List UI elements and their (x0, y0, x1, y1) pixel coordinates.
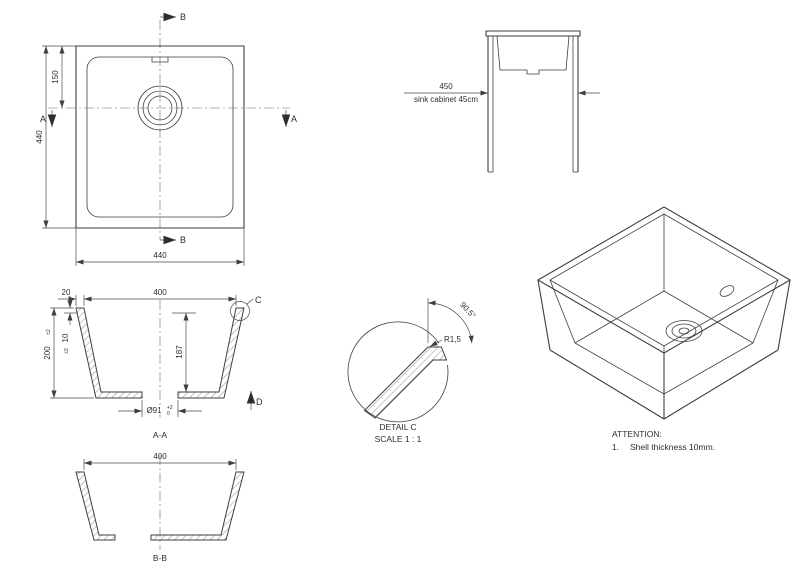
bb-wall-left (75, 471, 116, 541)
sink-bowl-edge (86, 56, 234, 218)
attention-item-number: 1. (612, 442, 619, 452)
drain-outer-circle (137, 85, 183, 131)
cabinet-note-text: sink cabinet 45cm (414, 95, 478, 104)
dim-bb-opening: 400 (83, 452, 237, 470)
dim-plan-width-text: 440 (153, 251, 167, 260)
dim-aa-depth-tol: ±2 (46, 329, 52, 335)
attention-item-text: Shell thickness 10mm. (630, 442, 715, 452)
direction-d-marker: D (246, 391, 263, 410)
dim-aa-shell-tol: ±2 (64, 348, 70, 354)
iso-drain-middle (671, 323, 697, 339)
section-b-label-bottom: B (180, 235, 186, 245)
detail-c-marker: C (230, 295, 262, 321)
dim-plan-width: 440 (75, 228, 245, 266)
detail-c-view: 90.5° R1,5 DETAIL C SCALE 1 : 1 (347, 298, 478, 444)
overflow-slot (151, 57, 169, 63)
iso-overflow-hole (719, 285, 735, 297)
detail-wall-section (363, 346, 448, 419)
dim-aa-drain: Ø91 +2 0 (118, 400, 202, 418)
section-a-label-right: A (291, 114, 297, 124)
dim-drain-offset: 150 (51, 46, 65, 108)
dim-cabinet-width-text: 450 (439, 82, 453, 91)
dim-plan-height: 440 (35, 45, 76, 229)
attention-title: ATTENTION: (612, 429, 662, 439)
aa-wall-right (177, 307, 245, 399)
iso-bowl-edge-right (752, 279, 779, 344)
section-aa-label: A-A (153, 430, 168, 440)
detail-radius-leader (429, 339, 443, 347)
detail-angle-arc (427, 300, 474, 344)
attention-note: ATTENTION: 1. Shell thickness 10mm. (612, 429, 715, 452)
dim-aa-depth: 200 ±2 (43, 307, 94, 399)
dim-aa-inner-depth-text: 187 (175, 345, 184, 359)
section-bb-view: 400 B-B (75, 452, 245, 563)
dim-bb-opening-text: 400 (153, 452, 167, 461)
dim-aa-drain-tol-lower: 0 (167, 411, 170, 417)
dim-aa-inner-depth: 187 (172, 312, 196, 392)
dim-aa-rim-text: 20 (62, 288, 71, 297)
dim-detail-angle-text: 90.5° (458, 300, 477, 320)
drain-inner-circle (147, 95, 173, 121)
iso-drain-outer (665, 320, 703, 342)
iso-bowl-edge-left (549, 279, 576, 344)
dim-aa-opening-text: 400 (153, 288, 167, 297)
dim-aa-shell: 10 ±2 (61, 296, 78, 354)
dim-plan-height-text: 440 (35, 130, 44, 144)
cabinet-bowl-profile (496, 35, 570, 75)
bb-wall-right (150, 471, 245, 541)
iso-drain-inner (678, 327, 690, 335)
aa-wall-left (75, 307, 143, 399)
detail-c-marker-label: C (255, 295, 262, 305)
iso-body-edge-left (537, 279, 551, 351)
dim-drain-offset-text: 150 (51, 70, 60, 84)
iso-body-edge-right (777, 279, 791, 351)
dim-aa-drain-text: Ø91 (146, 406, 162, 415)
isometric-view (537, 206, 791, 420)
dim-aa-drain-tol-upper: +2 (167, 405, 173, 411)
direction-d-label: D (256, 397, 263, 407)
detail-c-scale-note: SCALE 1 : 1 (375, 434, 422, 444)
dim-detail-radius-text: R1,5 (444, 335, 461, 344)
section-aa-view: 20 400 200 ±2 10 ±2 187 (43, 288, 263, 440)
section-b-label-top: B (180, 12, 186, 22)
dim-aa-shell-text: 10 (61, 333, 70, 342)
dim-cabinet-width: 450 sink cabinet 45cm (404, 82, 600, 104)
section-bb-label: B-B (153, 553, 168, 563)
plan-view: B B A A 440 150 440 (35, 12, 297, 266)
dim-aa-rim-and-opening: 20 400 (58, 288, 237, 306)
detail-boundary (347, 321, 449, 423)
dim-aa-depth-text: 200 (43, 346, 52, 360)
detail-c-label: DETAIL C (379, 422, 416, 432)
iso-body-bottom (549, 349, 779, 420)
cabinet-view: 450 sink cabinet 45cm (404, 30, 600, 173)
cabinet-rim (485, 30, 581, 37)
sink-outer-edge (75, 45, 245, 229)
section-a-label-left: A (40, 114, 46, 124)
drain-middle-circle (142, 90, 178, 126)
